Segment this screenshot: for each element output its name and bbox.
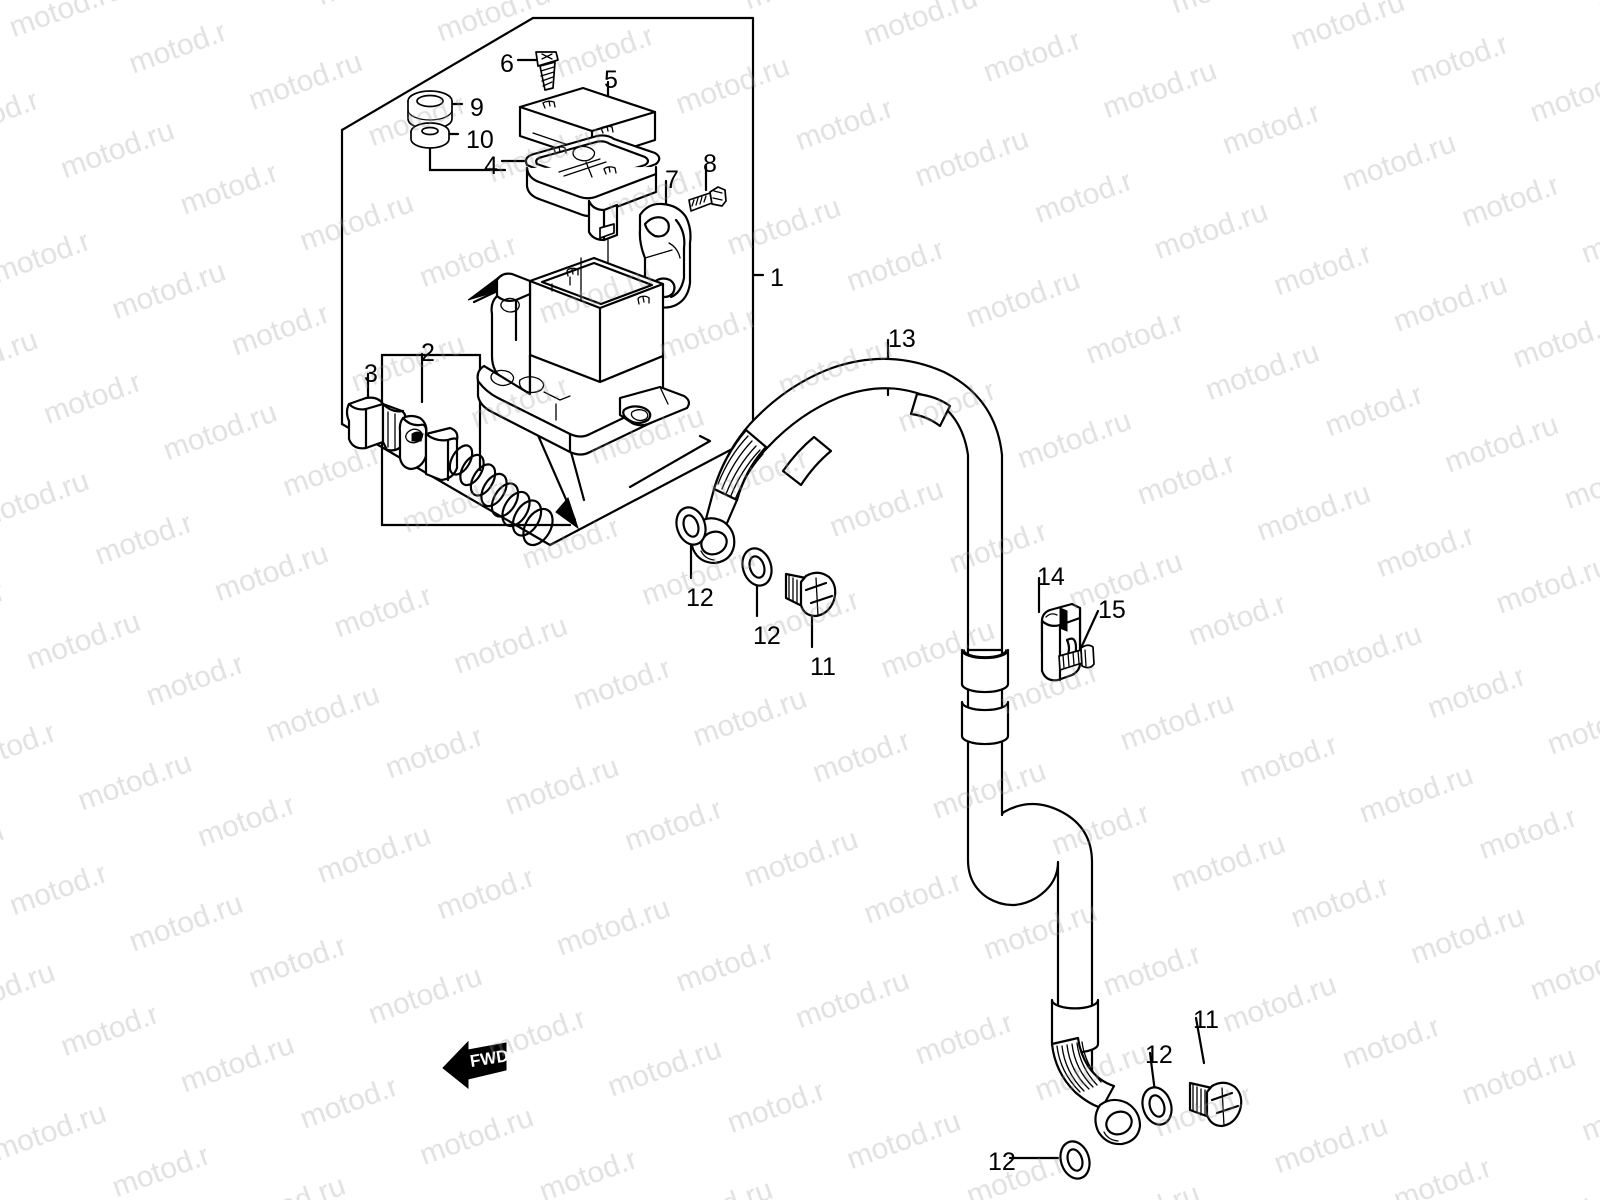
part-8-holder-bolt bbox=[688, 186, 727, 212]
part-1-master-cylinder-body bbox=[476, 256, 691, 456]
fwd-direction-marker: FWD bbox=[442, 1040, 510, 1090]
part-12-gasket-upper-inner bbox=[741, 547, 773, 587]
part-13-brake-hose bbox=[712, 357, 1100, 1075]
callout-gasket-upper-outer: 12 bbox=[686, 584, 714, 612]
part-10-washer bbox=[410, 122, 450, 149]
callout-boot-dust-seal: 3 bbox=[364, 360, 378, 388]
callout-brake-hose: 13 bbox=[888, 325, 916, 353]
callout-gasket-upper-inner: 12 bbox=[753, 622, 781, 650]
lower-hose-banjo-fitting bbox=[1050, 1036, 1142, 1146]
callout-washer: 10 bbox=[466, 126, 494, 154]
callout-mirror-grommet: 9 bbox=[470, 94, 484, 122]
callout-gasket-lower-outer: 12 bbox=[988, 1148, 1016, 1176]
part-12-gasket-lower-inner bbox=[1141, 1086, 1173, 1126]
callout-clamp-screw: 15 bbox=[1098, 596, 1126, 624]
callout-cap-screw: 6 bbox=[500, 50, 514, 78]
callout-lever-holder-bracket: 7 bbox=[665, 166, 679, 194]
callout-diaphragm: 4 bbox=[484, 152, 498, 180]
callout-reservoir-cap: 5 bbox=[604, 66, 618, 94]
part-11-union-bolt-lower bbox=[1188, 1081, 1243, 1128]
part-11-union-bolt-upper bbox=[784, 571, 837, 618]
callout-piston-set: 2 bbox=[421, 339, 435, 367]
callout-union-bolt-upper: 11 bbox=[810, 653, 836, 681]
callout-holder-bolt: 8 bbox=[703, 150, 717, 178]
callout-union-bolt-lower: 11 bbox=[1193, 1006, 1219, 1034]
callout-master-cylinder-assembly: 1 bbox=[770, 264, 784, 292]
part-12-gasket-lower-outer bbox=[1059, 1140, 1091, 1180]
part-6-cap-screw bbox=[535, 51, 559, 91]
callout-gasket-lower-inner: 12 bbox=[1145, 1041, 1173, 1069]
callout-hose-clamp: 14 bbox=[1037, 563, 1065, 591]
